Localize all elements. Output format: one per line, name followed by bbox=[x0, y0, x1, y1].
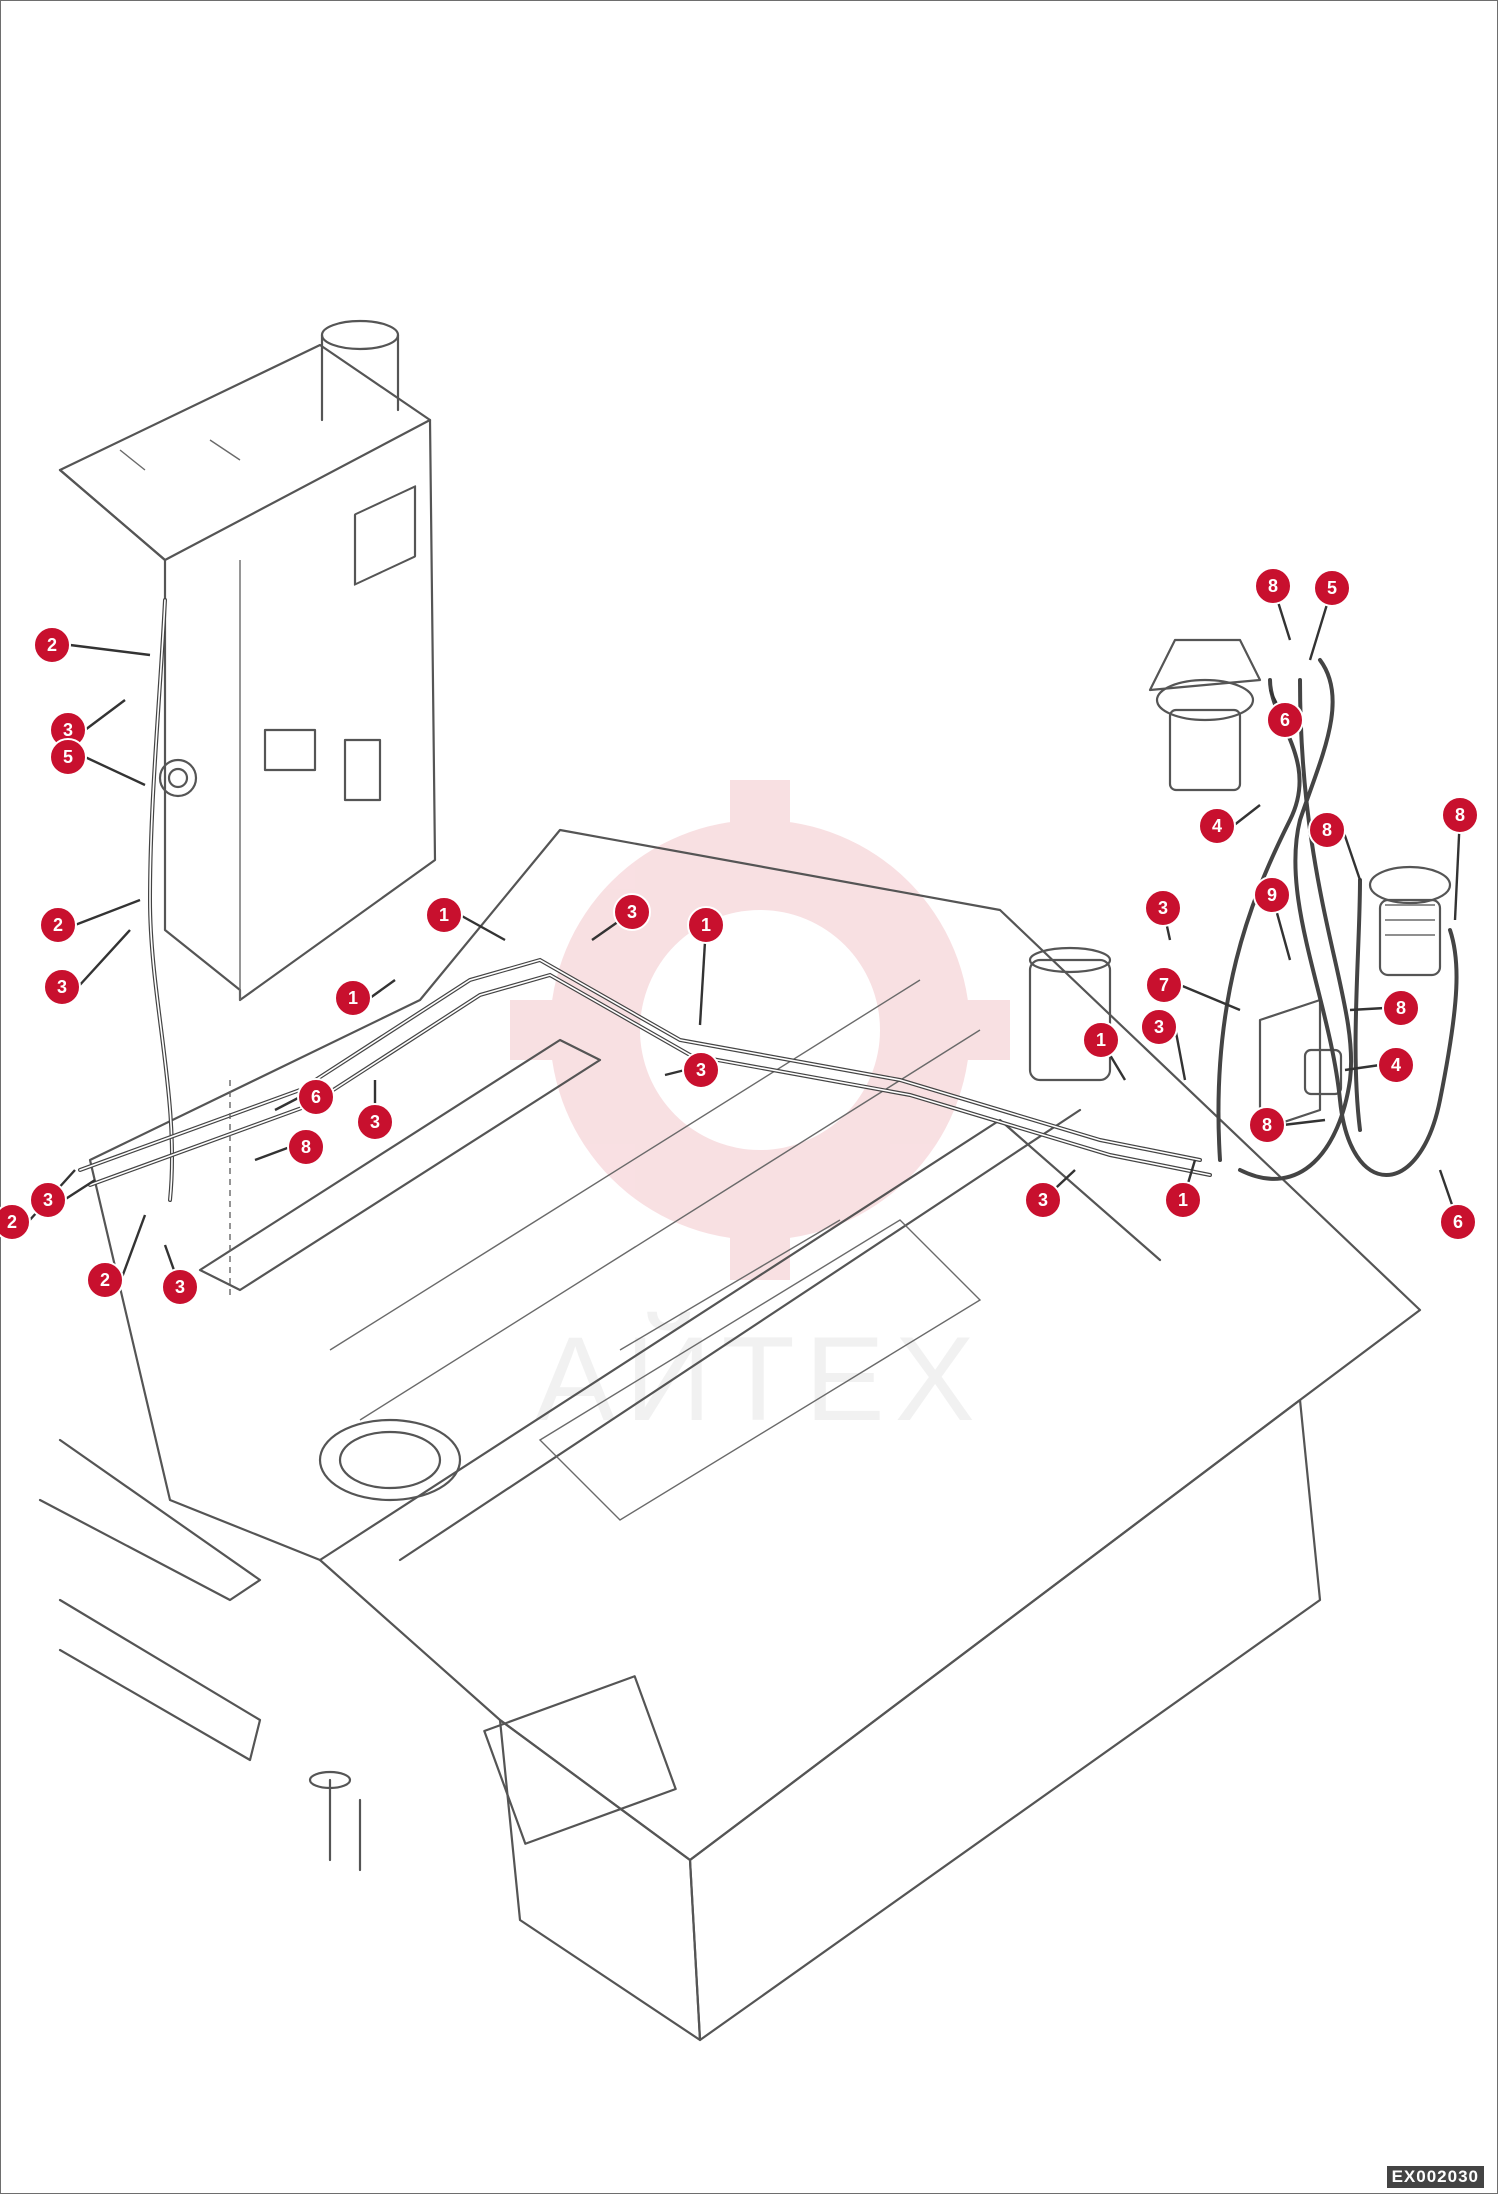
svg-text:8: 8 bbox=[1262, 1115, 1272, 1135]
callout-3i[interactable]: 3 bbox=[1144, 889, 1182, 941]
svg-text:9: 9 bbox=[1267, 885, 1277, 905]
svg-text:1: 1 bbox=[1096, 1030, 1106, 1050]
callout-3h[interactable]: 3 bbox=[1024, 1169, 1076, 1219]
svg-text:3: 3 bbox=[63, 720, 73, 740]
callout-7[interactable]: 7 bbox=[1145, 966, 1241, 1012]
svg-text:8: 8 bbox=[1268, 576, 1278, 596]
water-separator bbox=[1258, 998, 1343, 1132]
callout-2b[interactable]: 2 bbox=[39, 898, 141, 944]
callout-3f[interactable]: 3 bbox=[591, 893, 651, 941]
svg-text:3: 3 bbox=[43, 1190, 53, 1210]
svg-text:6: 6 bbox=[1453, 1212, 1463, 1232]
svg-text:4: 4 bbox=[1391, 1055, 1401, 1075]
svg-text:3: 3 bbox=[1038, 1190, 1048, 1210]
svg-text:6: 6 bbox=[1280, 710, 1290, 730]
upper-frame bbox=[38, 828, 1422, 2042]
svg-text:3: 3 bbox=[175, 1277, 185, 1297]
svg-text:3: 3 bbox=[627, 902, 637, 922]
callout-4a[interactable]: 4 bbox=[1198, 804, 1261, 845]
callout-8d[interactable]: 8 bbox=[1441, 796, 1479, 921]
svg-text:3: 3 bbox=[1154, 1017, 1164, 1037]
svg-text:8: 8 bbox=[301, 1137, 311, 1157]
callout-3e[interactable]: 3 bbox=[161, 1244, 199, 1306]
callout-6b[interactable]: 6 bbox=[1266, 689, 1304, 739]
callout-8b[interactable]: 8 bbox=[1254, 567, 1292, 641]
svg-text:8: 8 bbox=[1396, 998, 1406, 1018]
callout-2d[interactable]: 2 bbox=[86, 1214, 147, 1299]
svg-text:2: 2 bbox=[7, 1212, 17, 1232]
callout-2a[interactable]: 2 bbox=[33, 626, 151, 664]
callout-1d[interactable]: 1 bbox=[1082, 1021, 1127, 1081]
callout-1e[interactable]: 1 bbox=[1164, 1159, 1202, 1219]
callout-8a[interactable]: 8 bbox=[254, 1128, 325, 1166]
svg-text:5: 5 bbox=[1327, 578, 1337, 598]
callouts: 2 3 5 2 3 1 6 8 3 2 3 2 3 1 3 1 3 1 3 3 … bbox=[0, 567, 1479, 1306]
svg-text:2: 2 bbox=[53, 915, 63, 935]
svg-text:2: 2 bbox=[47, 635, 57, 655]
svg-text:1: 1 bbox=[348, 988, 358, 1008]
callout-3d[interactable]: 3 bbox=[29, 1178, 96, 1219]
callout-6c[interactable]: 6 bbox=[1438, 1169, 1477, 1241]
svg-text:1: 1 bbox=[701, 915, 711, 935]
svg-text:2: 2 bbox=[100, 1270, 110, 1290]
callout-6a[interactable]: 6 bbox=[274, 1078, 335, 1116]
callout-1b[interactable]: 1 bbox=[425, 896, 506, 942]
svg-text:8: 8 bbox=[1455, 805, 1465, 825]
callout-3b[interactable]: 3 bbox=[43, 929, 131, 1006]
svg-text:3: 3 bbox=[370, 1112, 380, 1132]
callout-1a[interactable]: 1 bbox=[334, 979, 396, 1017]
callout-4b[interactable]: 4 bbox=[1344, 1046, 1415, 1084]
svg-text:3: 3 bbox=[696, 1060, 706, 1080]
callout-5a[interactable]: 5 bbox=[49, 738, 146, 787]
callout-8c[interactable]: 8 bbox=[1308, 811, 1362, 881]
fuel-filter-secondary bbox=[1368, 865, 1452, 977]
watermark-text: АЙТЕХ bbox=[535, 1311, 985, 1446]
callout-5b[interactable]: 5 bbox=[1308, 569, 1351, 661]
svg-text:7: 7 bbox=[1159, 975, 1169, 995]
watermark-logo: АЙТЕХ bbox=[510, 780, 1010, 1446]
callout-8e[interactable]: 8 bbox=[1349, 989, 1420, 1027]
svg-text:4: 4 bbox=[1212, 816, 1222, 836]
callout-1c[interactable]: 1 bbox=[687, 906, 725, 1026]
callout-3g[interactable]: 3 bbox=[664, 1051, 720, 1089]
svg-text:3: 3 bbox=[57, 977, 67, 997]
svg-text:1: 1 bbox=[439, 905, 449, 925]
fuel-filter-primary bbox=[1148, 638, 1262, 792]
svg-text:1: 1 bbox=[1178, 1190, 1188, 1210]
svg-text:6: 6 bbox=[311, 1087, 321, 1107]
callout-8f[interactable]: 8 bbox=[1248, 1106, 1326, 1144]
callout-3j[interactable]: 3 bbox=[1140, 1008, 1187, 1081]
callout-9[interactable]: 9 bbox=[1253, 876, 1292, 961]
svg-text:5: 5 bbox=[63, 747, 73, 767]
callout-3c[interactable]: 3 bbox=[356, 1080, 394, 1141]
drawing-id-label: EX002030 bbox=[1386, 2166, 1484, 2188]
svg-text:3: 3 bbox=[1158, 898, 1168, 918]
svg-text:8: 8 bbox=[1322, 820, 1332, 840]
tank bbox=[58, 319, 437, 1002]
